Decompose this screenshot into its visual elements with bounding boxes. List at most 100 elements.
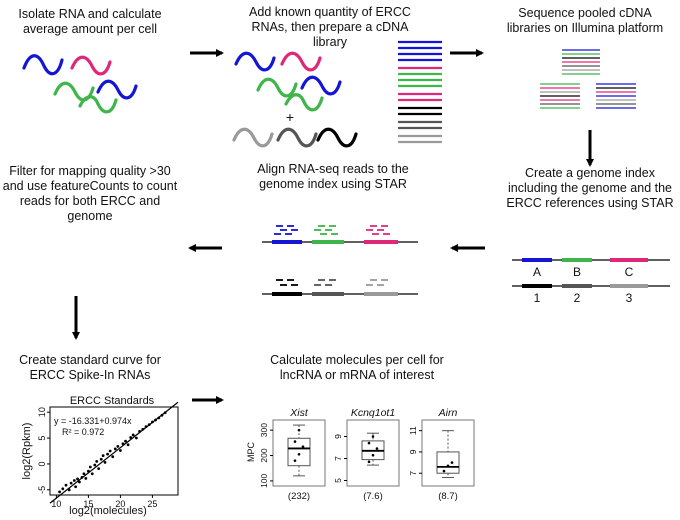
- step5-line2: genome index using STAR: [259, 177, 407, 191]
- rna2-green: [256, 77, 298, 98]
- step4-line2: including the genome and the: [508, 181, 672, 195]
- step3-line1: Sequence pooled cDNA: [518, 6, 652, 20]
- ercc-data-point: [111, 455, 115, 459]
- ercc-chart-title: ERCC Standards: [70, 395, 155, 407]
- ercc-data-point: [157, 416, 161, 420]
- step1-text: Isolate RNA and calculate average amount…: [18, 7, 161, 36]
- ercc-data-point: [135, 436, 138, 440]
- ercc-data-point: [67, 488, 71, 492]
- ercc-data-point: [138, 429, 142, 433]
- boxplot-y-tick-label: 9: [333, 434, 343, 439]
- ercc-data-point: [76, 477, 79, 481]
- boxplot-point: [371, 435, 375, 438]
- step6-line3: reads for both ERCC and: [20, 194, 160, 208]
- rna-blue-2: [96, 79, 138, 100]
- ercc-y-tick-label: 0: [37, 461, 47, 466]
- rna2-green-2: [284, 93, 324, 112]
- ercc-data-point: [97, 467, 101, 470]
- ercc-data-point: [88, 465, 92, 469]
- boxplot-point: [301, 445, 305, 448]
- rna-pink: [70, 55, 112, 76]
- step5-text: Align RNA-seq reads to the genome index …: [257, 162, 409, 191]
- boxplot-point: [293, 440, 297, 443]
- index-label-a: A: [533, 265, 541, 279]
- ercc-data-point: [103, 460, 107, 464]
- ercc-plot-frame: [49, 406, 179, 496]
- ercc-data-point: [69, 481, 73, 485]
- ercc-data-point: [95, 459, 99, 463]
- step2-line2: RNAs, then prepare a cDNA: [251, 20, 409, 34]
- ercc-x-tick-label: 25: [147, 499, 157, 509]
- step1-line2: average amount per cell: [23, 22, 157, 36]
- step1-line1: Isolate RNA and calculate: [18, 7, 161, 21]
- boxplot-point: [450, 461, 454, 464]
- ercc-data-point: [84, 477, 88, 480]
- step7-line1: Create standard curve for: [19, 353, 161, 367]
- pooled-libraries: [540, 49, 636, 109]
- ercc-data-point: [131, 433, 135, 437]
- ercc-data-point: [108, 449, 112, 453]
- boxplot-point: [367, 441, 371, 445]
- step4-line3: ERCC references using STAR: [506, 196, 673, 210]
- ercc-data-point: [151, 420, 154, 424]
- boxplot-footnote: (8.7): [438, 491, 458, 502]
- step8-text: Calculate molecules per cell for lncRNA …: [270, 353, 444, 382]
- index-label-3: 3: [626, 291, 633, 305]
- step8-line1: Calculate molecules per cell for: [270, 353, 444, 367]
- flow-arrows: [72, 49, 594, 404]
- ercc-y-tick-label: -5: [37, 486, 47, 494]
- rna-blue: [22, 54, 64, 76]
- ercc-y-tick-label: 10: [37, 407, 47, 417]
- boxplot-point: [375, 447, 379, 450]
- ercc-data-point: [163, 411, 167, 415]
- step6-line4: genome: [67, 209, 112, 223]
- ercc-data-point: [129, 436, 133, 439]
- index-label-1: 1: [534, 291, 541, 305]
- rna2-pink: [280, 51, 322, 72]
- step8-line2: lncRNA or mRNA of interest: [280, 368, 435, 382]
- boxplot-box: [436, 451, 460, 474]
- ercc-data-point: [78, 480, 81, 484]
- ercc-data-point: [87, 469, 90, 473]
- boxplot-title: Kcnq1ot1: [351, 407, 395, 419]
- boxplot-y-tick-label: 7: [408, 471, 418, 476]
- boxplot-y-tick-label: 9: [408, 449, 418, 454]
- rna-molecules: [22, 54, 138, 114]
- index-label-2: 2: [574, 291, 581, 305]
- boxplot-point: [293, 459, 297, 462]
- boxplot-y-tick-label: 300: [259, 423, 269, 437]
- step2-line3: library: [313, 35, 348, 49]
- ercc-data-point: [99, 457, 103, 461]
- boxplot-frame: [272, 419, 326, 487]
- ercc-data-point: [93, 463, 97, 467]
- ercc-data-point: [160, 413, 164, 417]
- rna-plus-ercc: [232, 51, 358, 148]
- ercc-r-squared: R² = 0.972: [62, 427, 104, 437]
- boxplot-point: [371, 453, 375, 457]
- step7-text: Create standard curve for ERCC Spike-In …: [19, 353, 161, 382]
- ercc-data-point: [126, 443, 130, 447]
- genome-index: A B C 1 2 3: [512, 258, 670, 305]
- boxplot-point: [297, 452, 301, 456]
- cdna-library: [398, 40, 442, 144]
- ercc-y-tick-label: 5: [37, 436, 47, 441]
- ercc-data-point: [154, 418, 158, 422]
- ercc-standard-chart: ERCC Standards y = -16.331+0.974x R² = 0…: [21, 395, 179, 517]
- step3-text: Sequence pooled cDNA libraries on Illumi…: [507, 6, 663, 35]
- ercc-data-point: [121, 442, 125, 446]
- boxplot-y-tick-label: 200: [259, 448, 269, 462]
- boxplot-y-tick-label: 7: [333, 456, 343, 461]
- index-label-c: C: [625, 265, 634, 279]
- ercc-data-point: [90, 472, 94, 476]
- step7-line2: ERCC Spike-In RNAs: [30, 368, 151, 382]
- ercc-data-point: [141, 427, 145, 431]
- ercc-data-point: [113, 447, 117, 451]
- step6-line1: Filter for mapping quality >30: [9, 164, 171, 178]
- step4-line1: Create a genome index: [525, 166, 656, 180]
- boxplot-box: [287, 437, 311, 467]
- ercc-gray-light: [232, 127, 274, 148]
- step2-line1: Add known quantity of ERCC: [249, 5, 411, 19]
- boxplot-y-tick-label: 5: [333, 478, 343, 483]
